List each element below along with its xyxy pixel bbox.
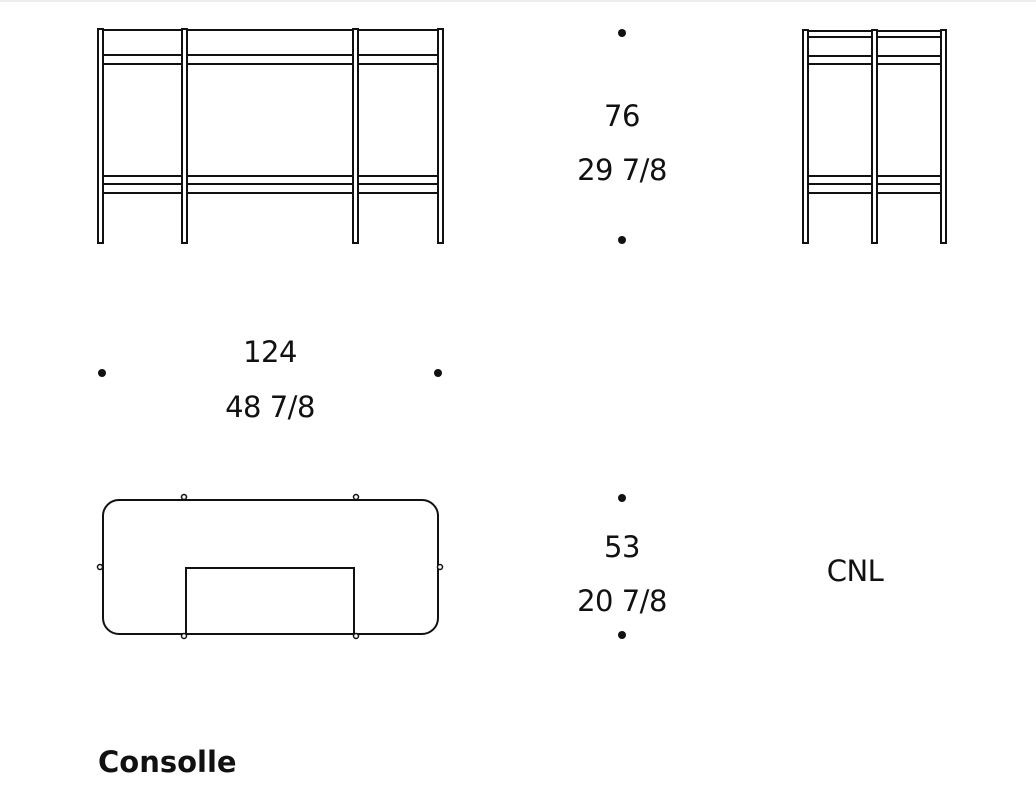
- leg: [352, 28, 359, 244]
- front-view: [97, 28, 444, 244]
- leg: [181, 28, 188, 244]
- leg: [437, 28, 444, 244]
- leg: [97, 28, 104, 244]
- side-view: [802, 29, 947, 244]
- leg: [802, 29, 809, 244]
- leg: [871, 29, 878, 244]
- depth-in: 20 7/8: [577, 584, 667, 618]
- product-code: CNL: [826, 554, 884, 588]
- width-in: 48 7/8: [225, 390, 315, 424]
- width-cm: 124: [243, 335, 297, 369]
- depth-cm: 53: [604, 530, 640, 564]
- height-in: 29 7/8: [577, 153, 667, 187]
- dimension-dots: [98, 29, 626, 639]
- height-cm: 76: [604, 99, 640, 133]
- top-view: [96, 493, 444, 640]
- leg: [940, 29, 947, 244]
- top-border: [0, 0, 1036, 2]
- product-title: Consolle: [98, 745, 237, 779]
